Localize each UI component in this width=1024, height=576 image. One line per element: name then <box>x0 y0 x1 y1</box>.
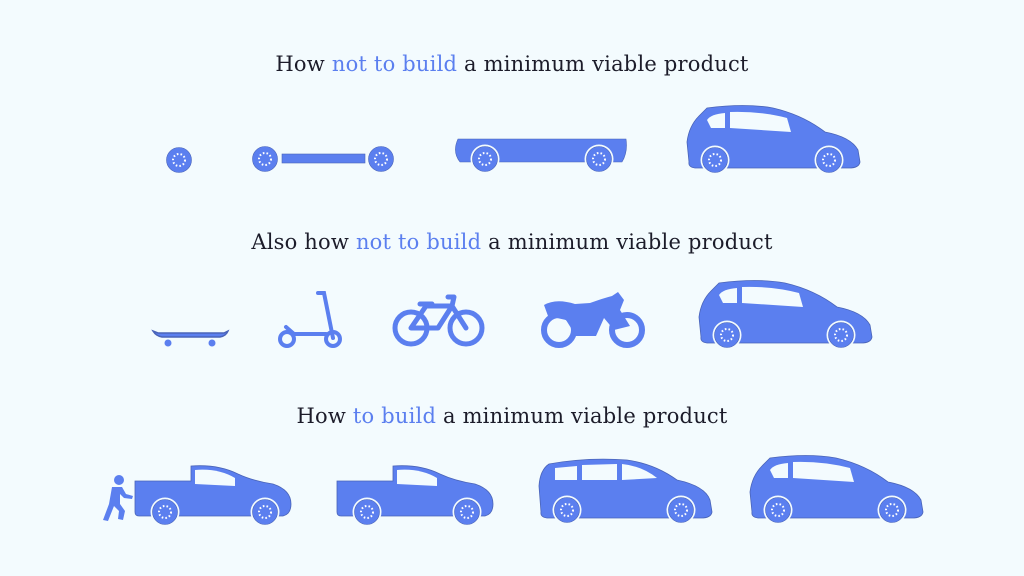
motorcycle-icon <box>541 292 645 348</box>
skateboard-icon <box>151 329 230 347</box>
row-3-car <box>750 456 923 525</box>
bicycle-icon <box>392 294 485 347</box>
row-3-pickup <box>337 466 493 527</box>
title-how-to-build: How to build a minimum viable product <box>296 404 728 428</box>
row-3-wagon <box>539 459 712 524</box>
person-pushing-icon <box>103 475 133 521</box>
title-also-how-not-to-build: Also how not to build a minimum viable p… <box>251 230 773 254</box>
title-how-not-to-build: How not to build a minimum viable produc… <box>275 52 749 76</box>
row-3-pushed-pickup <box>135 466 291 527</box>
row-1-chassis <box>455 138 627 175</box>
row-1-wheel <box>163 144 195 176</box>
row-2-car <box>699 281 872 350</box>
row-1-car <box>687 106 860 175</box>
row-1-axle <box>249 143 397 175</box>
scooter-icon <box>278 291 342 348</box>
